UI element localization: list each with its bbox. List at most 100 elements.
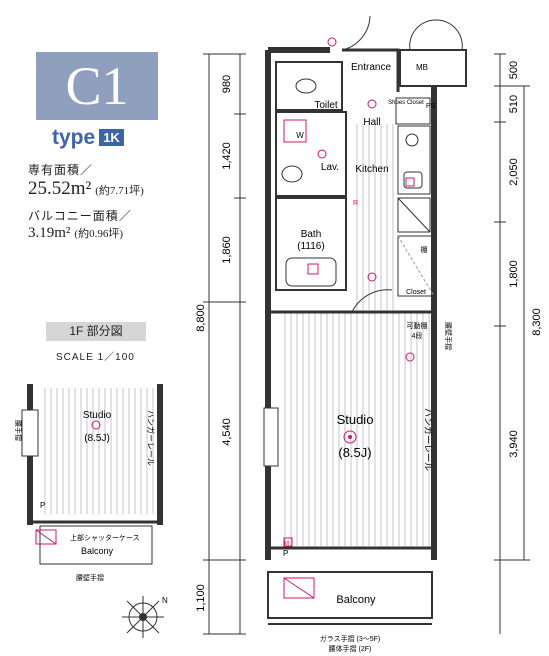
vertical-railing-note: 腰壁手摺 [444, 322, 453, 350]
intercom-icon [327, 37, 337, 47]
dim-510: 510 [508, 95, 520, 113]
movable-shelf-count: 4段 [412, 331, 423, 340]
partial-shutter-case: 上部シャッターケース [70, 533, 140, 542]
entrance-door-swing [341, 15, 371, 51]
right-dimensions [494, 53, 530, 634]
outdoor-unit-icon [283, 577, 315, 599]
r-mark: R [353, 200, 358, 207]
dim-2050: 2,050 [508, 158, 520, 186]
hall-label: Hall [363, 117, 380, 128]
kitchen-outlet-icon [405, 177, 415, 187]
partial-window [21, 409, 39, 457]
floor-area-tsubo: (約7.71坪) [95, 185, 144, 197]
dim-8800: 8,800 [195, 304, 207, 332]
plan-code-badge: C1 [36, 52, 158, 120]
floor-area-block: 専有面積／ 25.52m² (約7.71坪) [28, 161, 144, 200]
lav-light-icon [317, 149, 327, 159]
partial-view-title: 1F 部分図 [46, 322, 146, 341]
washer-label: W [296, 131, 304, 140]
meter-icon [283, 537, 293, 547]
mb-door-swing [409, 19, 463, 51]
bath-label: Bath [301, 229, 322, 240]
bath-room [275, 197, 347, 291]
m-mark: M [284, 541, 289, 547]
closet-label: Closet [406, 289, 426, 296]
dim-980: 980 [221, 75, 233, 93]
dim-8300: 8,300 [531, 308, 543, 336]
right-dimension-labels: 500 510 2,050 1,800 8,300 3,940 [508, 61, 543, 458]
scale-label: SCALE 1／100 [56, 352, 135, 363]
hanger-rail-label: ハンガーレール [423, 408, 433, 471]
partial-balcony [39, 525, 153, 565]
partial-hanger-rail: ハンガーレール [146, 410, 156, 466]
partial-studio-size: (8.5J) [84, 433, 110, 444]
left-dimensions [203, 53, 246, 635]
balcony-area-tsubo: (約0.96坪) [74, 228, 123, 240]
bath-size: (1116) [297, 241, 324, 252]
bathtub-icon [285, 257, 337, 287]
mb-label: MB [416, 63, 428, 72]
toilet-label: Toilet [314, 100, 338, 111]
dim-1420: 1,420 [221, 142, 233, 170]
p-mark: P [283, 549, 288, 558]
sink-icon [403, 171, 423, 189]
hall-floor [352, 124, 394, 310]
lav-label: Lav. [321, 162, 339, 173]
partial-studio-floor [40, 388, 158, 514]
dim-500: 500 [508, 61, 520, 79]
washer-pan-icon [283, 119, 307, 143]
main-floor-plan: Entrance MB Toilet Hall Shoes Closet PS … [263, 15, 467, 653]
mb-box [399, 49, 467, 87]
partial-studio-label: Studio [83, 410, 112, 421]
movable-shelf-label: 可動棚 [407, 321, 428, 330]
partial-view-plan: Studio (8.5J) ハンガーレール 腰手摺 P 上部シャッターケース B… [14, 384, 163, 582]
studio-window [263, 407, 279, 467]
glass-railing-label: ガラス手摺 (3〜5F) [320, 634, 381, 643]
type-prefix: type [52, 126, 96, 149]
balcony-label: Balcony [336, 594, 376, 606]
partial-side-mark: 腰手摺 [14, 420, 23, 441]
left-dimension-labels: 980 1,420 1,860 8,800 4,540 1,100 [195, 75, 233, 612]
balcony-area-value: 3.19m² [28, 225, 71, 241]
dim-3940: 3,940 [508, 430, 520, 458]
wall-railing-label: 腰体手摺 (2F) [329, 644, 372, 653]
partial-light-fixture [91, 420, 101, 430]
shelf-label: 棚 [421, 245, 428, 254]
toilet-fixture-icon [295, 78, 317, 94]
shoes-closet-label: Shoes Closet [388, 100, 424, 106]
studio-size: (8.5J) [338, 445, 371, 460]
hall-sensor-icon [367, 272, 377, 282]
partial-p-mark: P [40, 501, 45, 510]
dim-1800: 1,800 [508, 260, 520, 288]
partial-railing-label: 腰壁手摺 [76, 573, 104, 582]
toilet-room [275, 61, 343, 111]
balcony-area-block: バルコニー面積／ 3.19m² (約0.96坪) [28, 207, 132, 242]
kitchen-counter [397, 125, 431, 195]
basin-icon [281, 165, 303, 183]
shoes-closet [395, 97, 431, 125]
studio-label: Studio [337, 412, 374, 427]
dim-1100: 1,100 [195, 584, 207, 612]
partial-outdoor-unit [35, 529, 57, 545]
fridge-space [397, 197, 431, 233]
dim-4540: 4,540 [221, 418, 233, 446]
partial-balcony-label: Balcony [81, 546, 114, 556]
compass-north: N [162, 596, 168, 605]
compass-icon: N [122, 596, 168, 638]
floor-area-label: 専有面積／ [28, 163, 94, 177]
studio-door-swing [351, 289, 393, 313]
type-badge: 1K [99, 129, 124, 146]
ps-label: PS [426, 103, 436, 110]
lavatory-room [275, 111, 347, 197]
floor-area-value: 25.52m² [28, 178, 92, 199]
balcony-area-label: バルコニー面積／ [28, 209, 132, 223]
studio-light-icon [343, 430, 357, 444]
kitchen-label: Kitchen [355, 164, 388, 175]
dim-1860: 1,860 [221, 236, 233, 264]
balcony-area [267, 571, 433, 619]
entrance-label: Entrance [351, 62, 391, 73]
stove-icon [405, 133, 419, 147]
closet-box [397, 235, 435, 297]
